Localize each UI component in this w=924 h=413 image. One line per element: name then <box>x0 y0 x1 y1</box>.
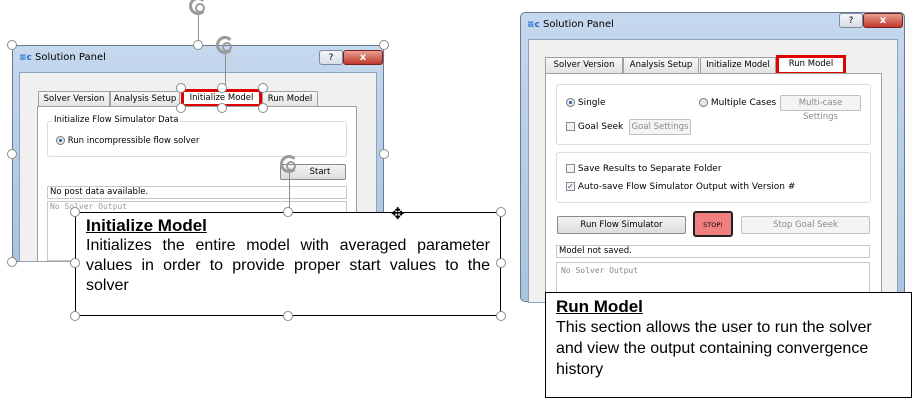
rotation-connector <box>289 172 290 212</box>
radio-label: Run incompressible flow solver <box>67 136 200 146</box>
checkbox-icon <box>566 164 575 173</box>
radio-icon <box>56 136 65 145</box>
checkmark-icon: ✓ <box>566 182 575 191</box>
resize-handle[interactable] <box>7 149 17 159</box>
checkbox-label: Goal Seek <box>577 122 624 132</box>
goal-seek-checkbox[interactable]: Goal Seek <box>566 122 623 132</box>
resize-handle[interactable] <box>283 311 293 321</box>
stop-goal-seek-button[interactable]: Stop Goal Seek <box>741 216 870 234</box>
resize-handle[interactable] <box>193 40 203 50</box>
resize-handle[interactable] <box>283 207 293 217</box>
tab-analysis-setup[interactable]: Analysis Setup <box>623 57 699 73</box>
save-options-group: Save Results to Separate Folder ✓ Auto-s… <box>556 152 871 203</box>
resize-handle[interactable] <box>7 40 17 50</box>
stop-button[interactable]: STOP! <box>693 211 733 237</box>
rotate-handle-icon[interactable] <box>280 155 298 173</box>
callout-body: Initializes the entire model with averag… <box>86 237 490 294</box>
radio-multiple-cases[interactable]: Multiple Cases <box>699 98 776 108</box>
radio-label: Multiple Cases <box>710 98 777 108</box>
app-logo-icon: ≡c <box>527 20 540 30</box>
tab-run-model[interactable]: Run Model <box>776 55 846 75</box>
resize-handle[interactable] <box>70 207 80 217</box>
rotate-handle-icon[interactable] <box>216 36 234 54</box>
tab-solver-version[interactable]: Solver Version <box>38 91 110 107</box>
run-flow-simulator-button[interactable]: Run Flow Simulator <box>557 216 686 234</box>
callout-title: Initialize Model <box>86 216 207 235</box>
resize-handle[interactable] <box>176 103 186 113</box>
tab-initialize-model[interactable]: Initialize Model <box>700 57 776 73</box>
resize-handle[interactable] <box>496 207 506 217</box>
resize-handle[interactable] <box>217 103 227 113</box>
tab-solver-version[interactable]: Solver Version <box>545 57 623 73</box>
checkbox-label: Save Results to Separate Folder <box>577 164 722 174</box>
checkbox-icon <box>566 122 575 131</box>
initialize-model-callout[interactable]: Initialize Model Initializes the entire … <box>75 212 501 316</box>
status-field: No post data available. <box>47 186 347 199</box>
run-mode-group: Single Multiple Cases Multi-case Setting… <box>556 84 871 145</box>
app-logo-icon: ≡c <box>19 53 32 63</box>
radio-run-incompressible[interactable]: Run incompressible flow solver <box>56 136 199 146</box>
resize-handle[interactable] <box>379 40 389 50</box>
tab-run-model[interactable]: Run Model <box>262 91 318 107</box>
initialize-group: Run incompressible flow solver <box>47 121 347 157</box>
rotate-handle-icon[interactable] <box>189 0 207 15</box>
close-button[interactable]: x <box>343 50 383 65</box>
rotation-connector <box>198 12 199 45</box>
save-results-checkbox[interactable]: Save Results to Separate Folder <box>566 164 722 174</box>
resize-handle[interactable] <box>70 258 80 268</box>
move-cursor-icon: ✥ <box>391 204 405 223</box>
tab-analysis-setup[interactable]: Analysis Setup <box>110 91 180 107</box>
resize-handle[interactable] <box>496 311 506 321</box>
window-title: Solution Panel <box>35 52 106 63</box>
resize-handle[interactable] <box>176 83 186 93</box>
radio-icon <box>699 98 708 107</box>
multi-case-settings-button[interactable]: Multi-case Settings <box>780 95 861 122</box>
window-title: Solution Panel <box>543 19 614 30</box>
resize-handle[interactable] <box>258 83 268 93</box>
callout-body: This section allows the user to run the … <box>556 319 872 378</box>
resize-handle[interactable] <box>7 257 17 267</box>
resize-handle[interactable] <box>70 311 80 321</box>
checkbox-label: Auto-save Flow Simulator Output with Ver… <box>577 182 796 192</box>
resize-handle[interactable] <box>496 258 506 268</box>
radio-single[interactable]: Single <box>566 98 606 108</box>
resize-handle[interactable] <box>379 149 389 159</box>
run-model-callout: Run Model This section allows the user t… <box>545 292 912 398</box>
help-button[interactable]: ? <box>319 50 343 65</box>
autosave-checkbox[interactable]: ✓ Auto-save Flow Simulator Output with V… <box>566 182 795 192</box>
radio-label: Single <box>577 98 606 108</box>
help-button[interactable]: ? <box>839 13 863 28</box>
status-field: Model not saved. <box>556 245 870 258</box>
rotation-connector <box>225 52 226 88</box>
callout-title: Run Model <box>556 297 643 316</box>
close-button[interactable]: x <box>863 13 903 28</box>
resize-handle[interactable] <box>217 83 227 93</box>
resize-handle[interactable] <box>258 103 268 113</box>
goal-settings-button[interactable]: Goal Settings <box>629 119 691 135</box>
group-title: Initialize Flow Simulator Data <box>52 115 181 125</box>
radio-icon <box>566 98 575 107</box>
